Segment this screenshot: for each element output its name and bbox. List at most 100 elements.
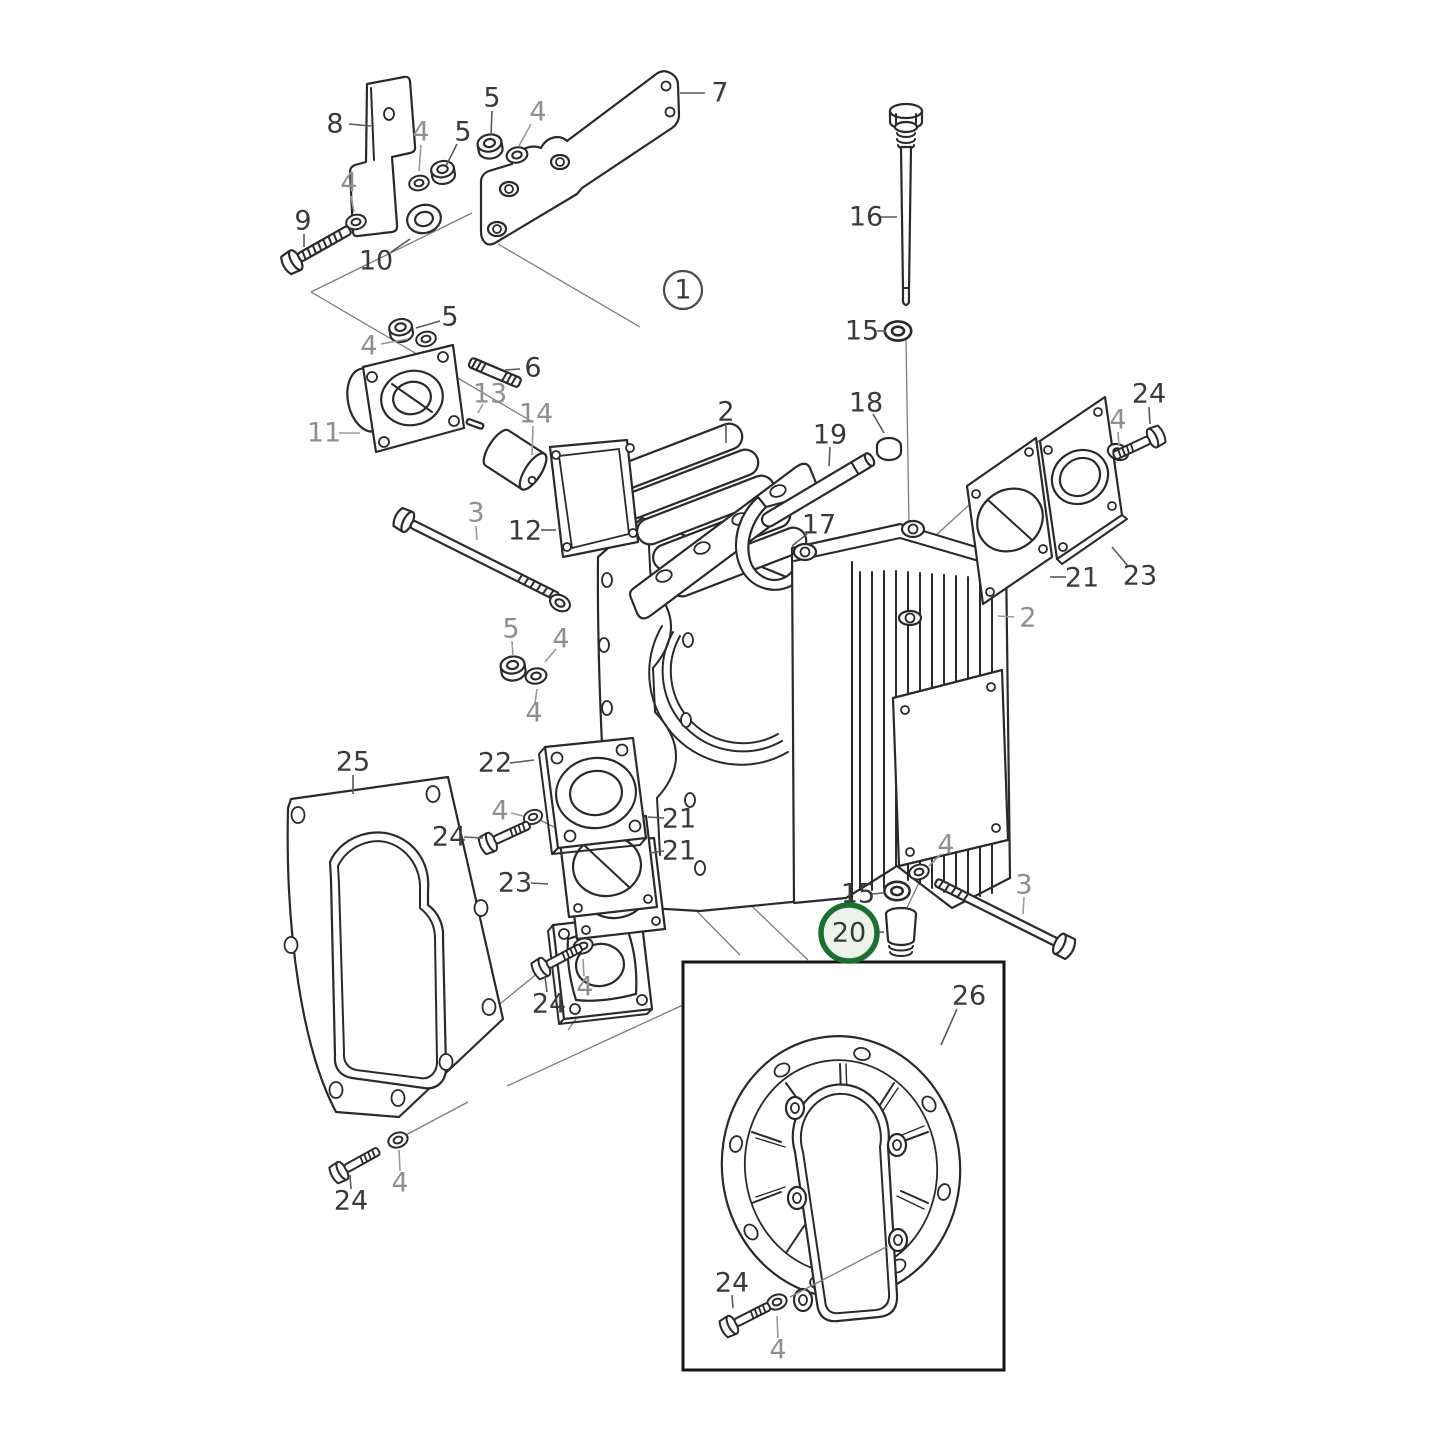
washer-4	[406, 172, 432, 194]
callout-leader-3	[1022, 896, 1025, 915]
part-7-arm	[479, 70, 681, 246]
callout-leader-5	[511, 640, 514, 657]
part-11-flange	[346, 343, 466, 454]
part-2-fin-housing	[790, 519, 1012, 910]
part-3-bolt-right	[934, 878, 1077, 961]
callout-leader-4	[418, 144, 422, 172]
part-9-bolt	[280, 225, 352, 276]
part-10-ring	[406, 203, 442, 235]
callout-19-22: 19	[813, 420, 847, 451]
part-13-pin	[465, 418, 485, 430]
callout-14-16: 14	[519, 399, 553, 430]
callout-leader-19	[828, 446, 831, 467]
part-21-gasket-right	[965, 436, 1054, 606]
callout-leader-4	[776, 1315, 779, 1339]
callout-leader-4	[928, 853, 942, 867]
washer-4	[413, 328, 439, 350]
part-26-adapter-plate	[720, 1035, 962, 1323]
callout-leader-3	[475, 525, 478, 541]
callout-17-23: 17	[802, 510, 836, 541]
callout-5-29: 5	[502, 614, 519, 645]
callout-leader-4	[582, 958, 585, 977]
reference-circle-1	[662, 269, 704, 311]
part-14-roller	[482, 428, 548, 491]
callout-leader-21	[647, 816, 665, 819]
callout-24-45: 24	[334, 1186, 368, 1217]
part-22-cover	[538, 736, 648, 855]
callout-5-5: 5	[454, 117, 471, 148]
callout-11-17: 11	[307, 418, 341, 449]
callout-leader-2	[997, 615, 1015, 618]
callout-24-39: 24	[532, 989, 566, 1020]
callout-leader-4	[534, 688, 538, 704]
callout-18-21: 18	[849, 388, 883, 419]
callout-leader-4	[510, 812, 524, 817]
part-24-bolt	[326, 1141, 385, 1187]
nut-5	[428, 158, 458, 187]
part-8-bracket	[348, 75, 417, 238]
callout-3-43: 3	[1015, 870, 1032, 901]
callout-leader-24	[463, 836, 484, 839]
callout-leader-5	[445, 143, 458, 167]
callout-4-42: 4	[937, 830, 954, 861]
callout-4-6: 4	[340, 168, 357, 199]
callout-23-27: 23	[1123, 561, 1157, 592]
callout-leader-4	[518, 123, 532, 147]
callout-leader-24	[731, 1294, 734, 1309]
callout-4-25: 4	[1109, 405, 1126, 436]
callout-12-19: 12	[508, 516, 542, 547]
callout-leader-4	[398, 1149, 401, 1172]
callout-6-14: 6	[524, 353, 541, 384]
callout-8-0: 8	[326, 109, 343, 140]
callout-leader-15	[871, 892, 884, 895]
part-6-stud	[467, 357, 522, 388]
callout-leader-8	[348, 123, 372, 127]
callout-20-44: 20	[832, 918, 866, 949]
callout-leader-23	[1111, 546, 1129, 567]
callout-22-33: 22	[478, 748, 512, 779]
callout-4-2: 4	[529, 97, 546, 128]
callout-21-36: 21	[662, 804, 696, 835]
callout-leader-22	[509, 759, 535, 764]
callout-23-38: 23	[498, 868, 532, 899]
part-16-dipstick	[888, 102, 924, 307]
callout-15-10: 15	[845, 316, 879, 347]
callout-leader-26	[940, 1008, 958, 1046]
callout-leader-24	[1148, 406, 1151, 425]
callout-21-37: 21	[662, 836, 696, 867]
callout-2-28: 2	[1019, 603, 1036, 634]
callout-leader-5	[490, 110, 493, 136]
callout-5-12: 5	[441, 302, 458, 333]
callout-2-20: 2	[717, 397, 734, 428]
callout-leader-24	[349, 1174, 352, 1190]
part-19-pin	[760, 452, 876, 528]
callout-leader-23	[530, 882, 549, 885]
callout-13-15: 13	[473, 379, 507, 410]
callout-leader-4	[350, 195, 355, 213]
callout-leader-4	[544, 648, 557, 663]
callout-24-48: 24	[715, 1268, 749, 1299]
callout-9-7: 9	[294, 206, 311, 237]
callout-25-32: 25	[336, 747, 370, 778]
callout-4-40: 4	[576, 972, 593, 1003]
callout-leader-18	[872, 413, 885, 434]
callout-leader-6	[504, 368, 521, 371]
callout-24-35: 24	[432, 822, 466, 853]
washer-4	[523, 665, 549, 687]
callout-leader-17	[791, 533, 808, 547]
callout-4-34: 4	[491, 796, 508, 827]
callout-4-4: 4	[412, 117, 429, 148]
callout-leader-4	[1117, 431, 1120, 447]
callout-16-9: 16	[849, 202, 883, 233]
callout-leader-24	[544, 976, 548, 993]
callout-leader-14	[531, 425, 534, 456]
callout-3-18: 3	[467, 498, 484, 529]
callout-4-49: 4	[769, 1335, 786, 1366]
inset-box	[681, 960, 1006, 1372]
part-18-plug	[875, 436, 903, 462]
washer-4	[385, 1128, 411, 1152]
washer-15	[883, 320, 913, 342]
callout-24-24: 24	[1132, 379, 1166, 410]
